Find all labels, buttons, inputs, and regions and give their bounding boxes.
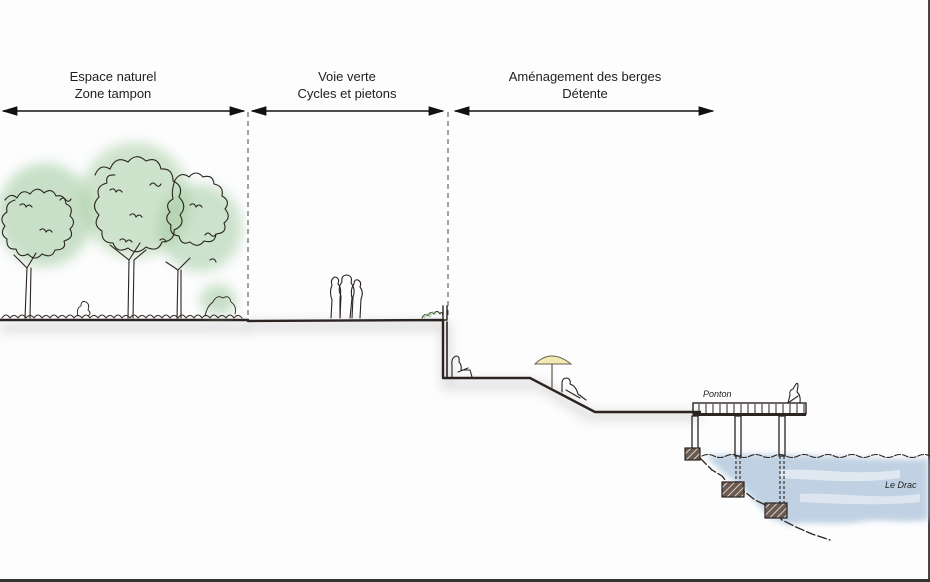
reclining-person-figure <box>561 377 587 401</box>
pedestrians-figure <box>329 274 363 319</box>
zone-header-amenagement-berges: Aménagement des berges Détente <box>453 69 715 116</box>
pile-footing <box>684 447 701 461</box>
ground-profile <box>0 318 702 414</box>
zone-title: Voie verte <box>318 69 376 84</box>
tree-trunk <box>109 242 147 319</box>
seated-person-figure <box>451 355 473 378</box>
zone-subtitle: Zone tampon <box>75 86 152 101</box>
zone-header-voie-verte: Voie verte Cycles et pietons <box>250 69 445 116</box>
zone-title: Aménagement des berges <box>509 69 662 84</box>
parasol <box>533 355 573 388</box>
river-water <box>701 453 930 526</box>
zone-subtitle: Détente <box>562 86 608 101</box>
standing-person-figure <box>787 382 801 404</box>
tree-canopy-outline <box>93 156 185 253</box>
zone-header-espace-naturel: Espace naturel Zone tampon <box>1 69 246 116</box>
tree-canopy-outline <box>1 188 75 259</box>
tree-trunk <box>13 252 37 319</box>
pile-footing <box>721 481 745 498</box>
ponton-structure: Ponton <box>684 382 807 519</box>
ponton-pile <box>734 415 742 457</box>
ground-shadow <box>0 323 700 419</box>
pile-footing <box>764 502 788 519</box>
trees-group <box>0 142 243 319</box>
tree-foliage <box>0 142 242 316</box>
undergrowth <box>1 314 243 319</box>
ponton-label: Ponton <box>703 389 732 399</box>
zone-subtitle: Cycles et pietons <box>298 86 397 101</box>
shrub <box>204 296 236 317</box>
river-label: Le Drac <box>885 480 917 490</box>
tree-trunk <box>165 257 191 319</box>
riverbank-slope <box>699 457 831 541</box>
zone-title: Espace naturel <box>70 69 157 84</box>
retaining-wall-cap <box>442 305 448 321</box>
ponton-pile <box>778 415 786 457</box>
shrub <box>76 301 91 317</box>
